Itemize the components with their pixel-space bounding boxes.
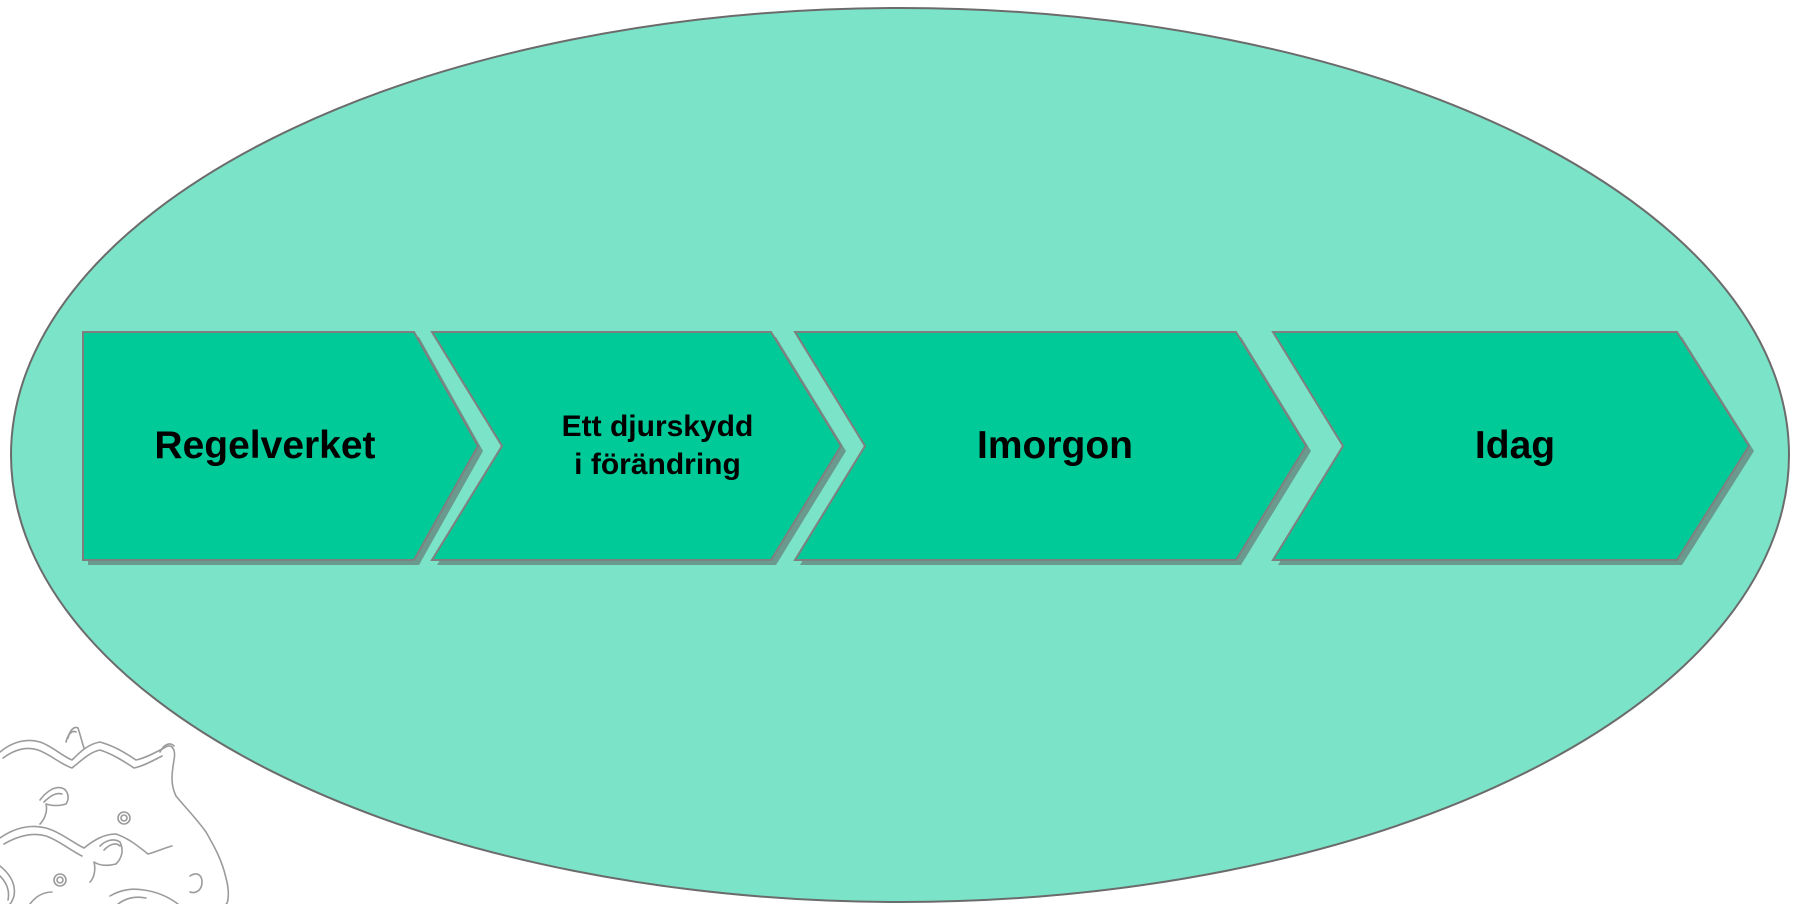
animal-logo-watermark-icon [0,726,230,904]
chevrons [82,331,1751,561]
chevron-step-4 [1271,331,1751,561]
chevron-step-2 [430,331,843,561]
step-label-text: Regelverket [154,424,376,467]
step-label-imorgon: Imorgon [840,331,1270,561]
chevron-step-3 [793,331,1308,561]
chevron-step-1 [82,331,480,561]
step-label-text: Ett djurskydd i förändring [561,410,754,481]
step-label-text: Idag [1474,424,1556,467]
step-label-idag: Idag [1315,331,1715,561]
step-label-djurskydd: Ett djurskydd i förändring [520,331,795,561]
step-label-regelverket: Regelverket [85,331,445,561]
step-label-text: Imorgon [977,424,1133,467]
